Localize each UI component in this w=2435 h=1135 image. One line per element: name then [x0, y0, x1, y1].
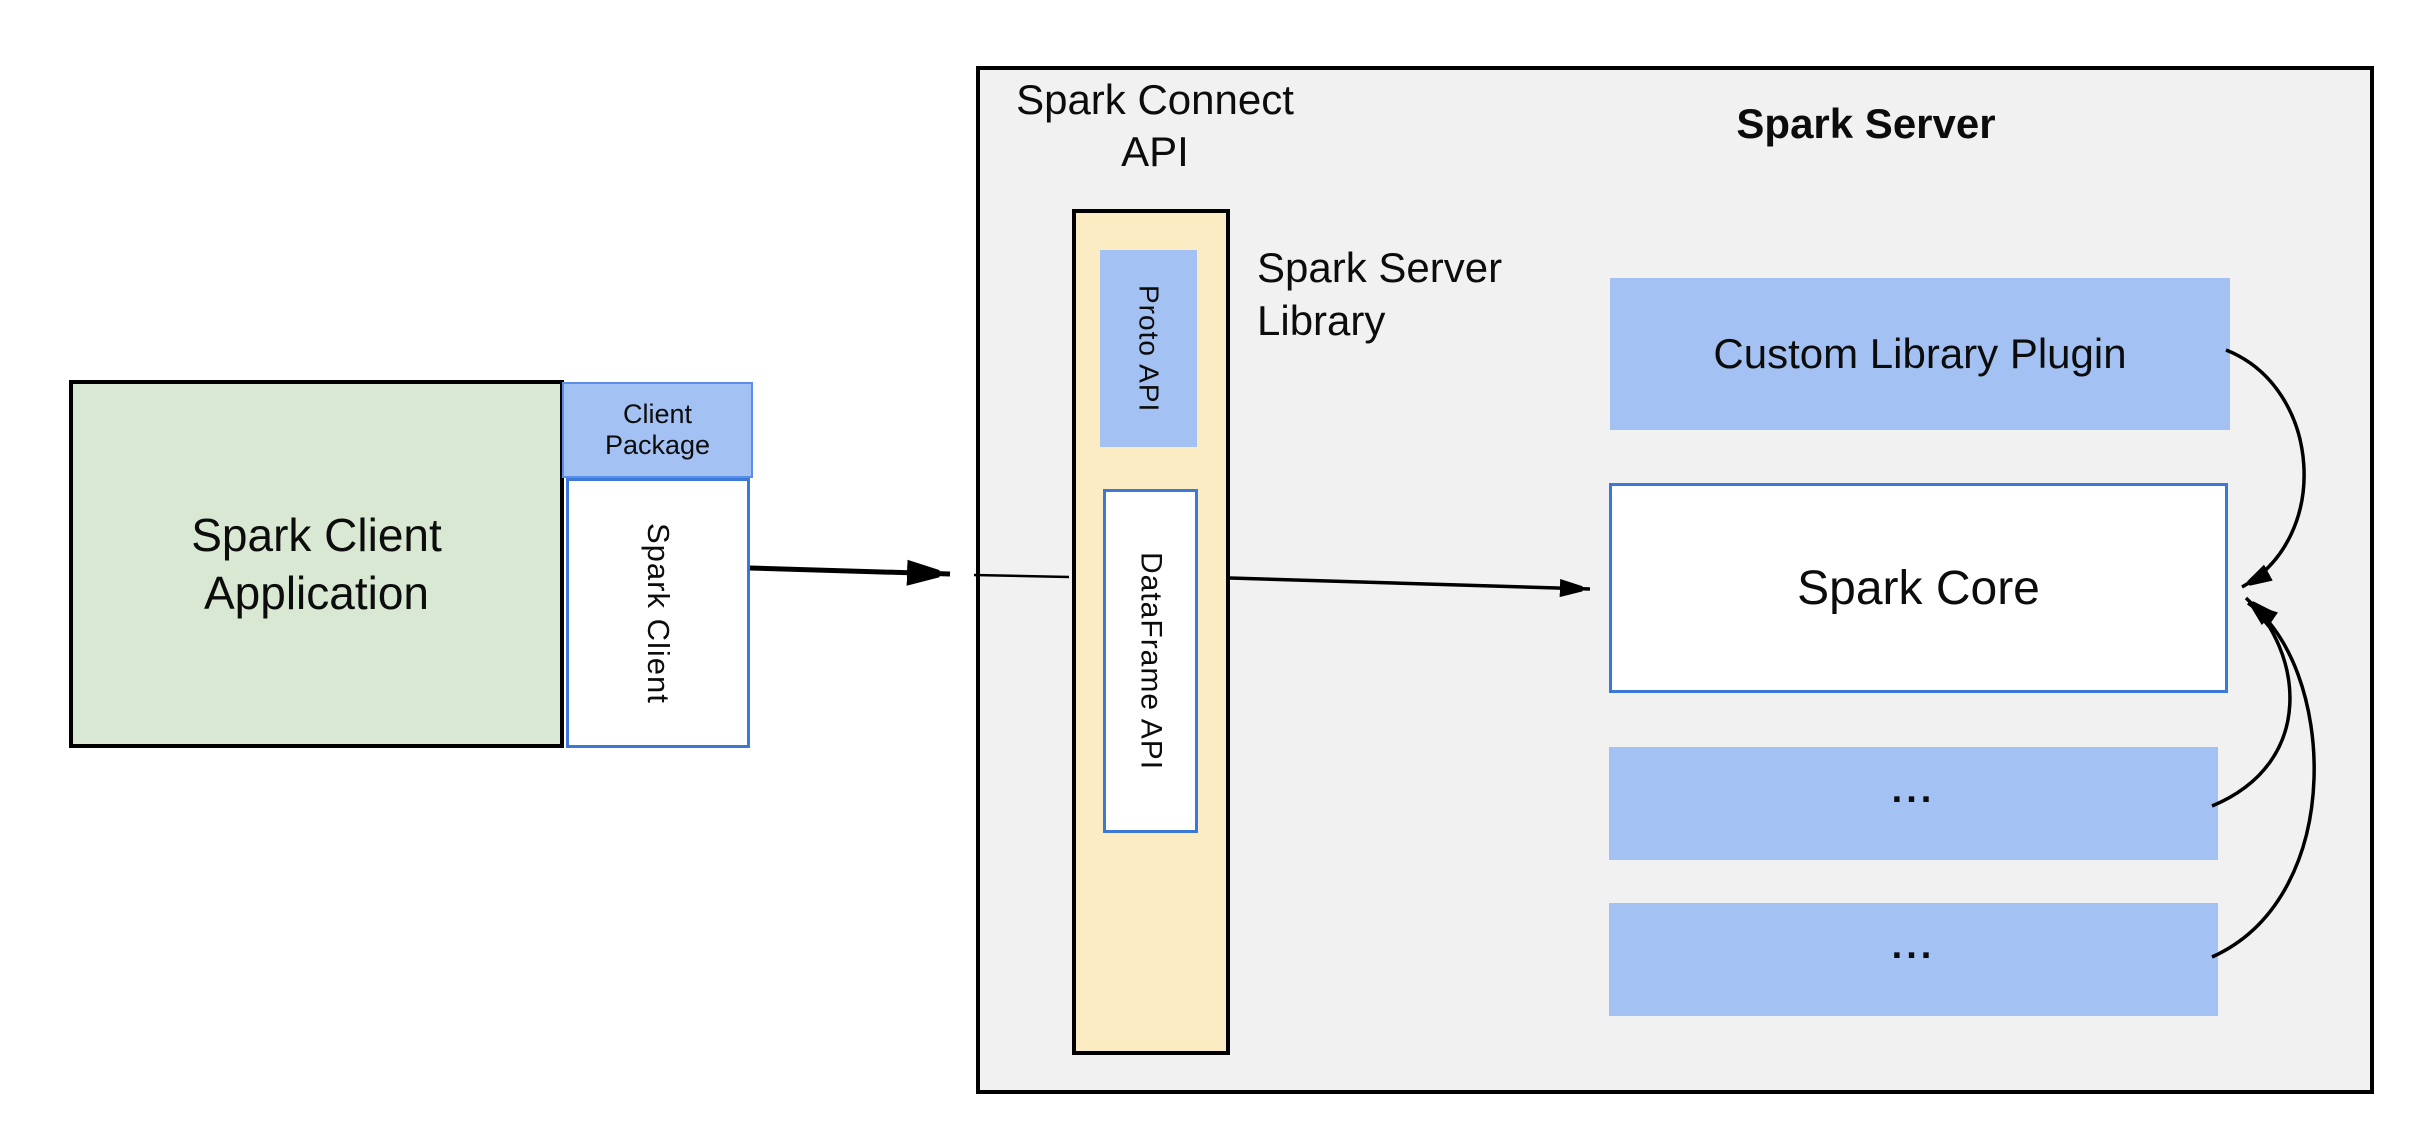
custom-library-plugin-box: Custom Library Plugin — [1610, 278, 2230, 430]
client-to-connect-api-arrow — [749, 568, 951, 574]
spark-client-application-box: Spark Client Application — [69, 380, 564, 748]
dataframe-api-label: DataFrame API — [1134, 551, 1168, 771]
more-plugins-box-1: ... — [1609, 747, 2218, 860]
proto-api-label: Proto API — [1133, 284, 1165, 413]
spark-client-box: Spark Client — [566, 478, 750, 748]
ellipsis-label-1: ... — [1891, 769, 1936, 811]
dataframe-api-box: DataFrame API — [1103, 489, 1198, 833]
spark-connect-api-title: Spark Connect API — [1016, 76, 1294, 175]
spark-server-library-label: Spark Server Library — [1257, 244, 1503, 344]
ellipsis-label-2: ... — [1891, 925, 1936, 967]
spark-core-box: Spark Core — [1609, 483, 2228, 693]
more-plugins-box-2: ... — [1609, 903, 2218, 1016]
spark-server-title: Spark Server — [1736, 100, 1996, 147]
spark-client-label: Spark Client — [641, 522, 676, 704]
client-package-box: Client Package — [562, 382, 753, 478]
proto-api-box: Proto API — [1100, 250, 1197, 447]
